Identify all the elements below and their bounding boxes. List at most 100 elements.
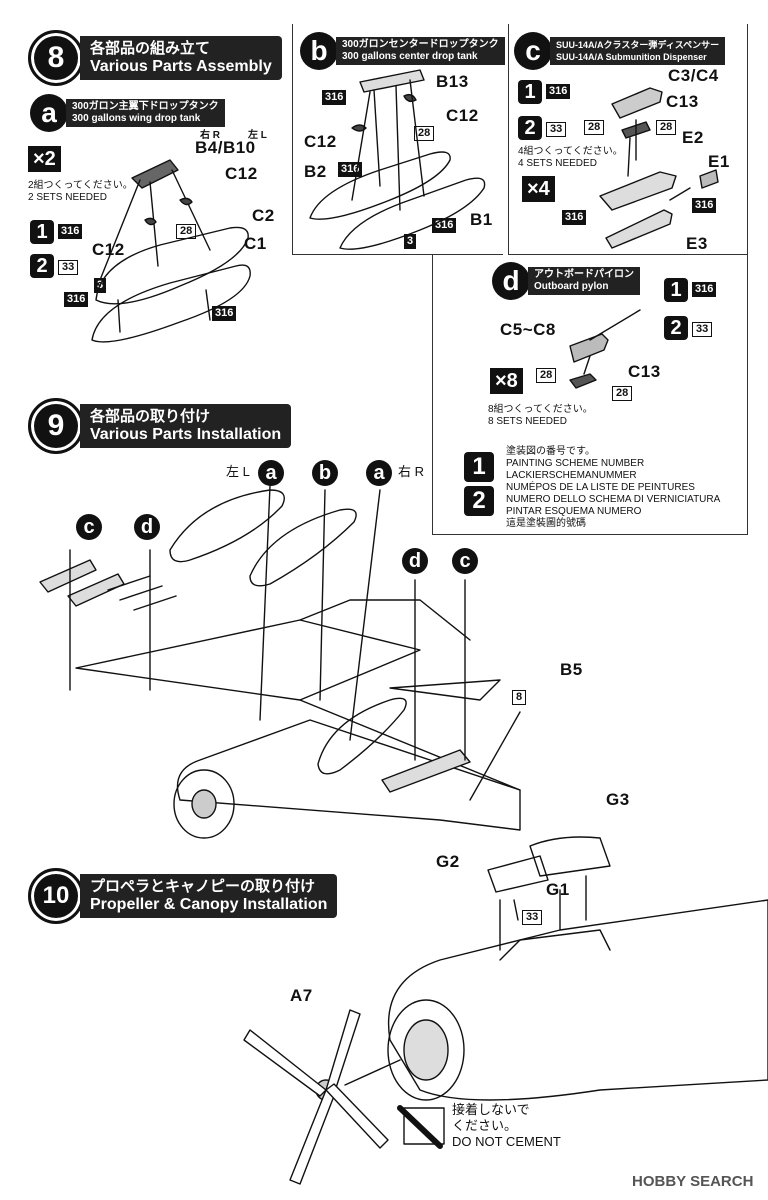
paint-code: 28 [612, 386, 633, 401]
paint-code: 28 [656, 120, 677, 135]
paint-code: 28 [536, 368, 557, 383]
part-label: C13 [666, 92, 699, 111]
sub-letter-a: a [30, 94, 68, 132]
paint-code: 28 [414, 126, 435, 141]
sub-c-label-jp: SUU-14A/Aクラスター弾ディスペンサー [556, 40, 720, 50]
multiplier-x8: ×8 [490, 368, 523, 394]
sub-letter-c: c [514, 32, 552, 70]
callout-a: a [366, 460, 392, 486]
callout-d: d [402, 548, 428, 574]
right-label: 右 R [398, 464, 425, 479]
part-label: B5 [560, 660, 583, 679]
paint-code: 8 [512, 690, 527, 705]
paint-code: 316 [692, 282, 717, 297]
no-cement-jp: ください。 [452, 1118, 518, 1133]
part-label: C1 [244, 234, 267, 253]
sub-d-frame [432, 254, 748, 535]
step-title-jp: 各部品の組み立て [90, 40, 211, 57]
sub-b-label-jp: 300ガロンセンタードロップタンク [342, 39, 499, 50]
sub-d-label-jp: アウトボードパイロン [534, 269, 634, 280]
legend-line: 這是塗裝圖的號碼 [506, 518, 586, 529]
part-label: B1 [470, 210, 493, 229]
subassembly-d-header: d アウトボードパイロン Outboard pylon [492, 262, 640, 300]
legend-line: PINTAR ESQUEMA NUMERO [506, 506, 642, 517]
dispenser-drawing [599, 87, 719, 249]
paint-code: 316 [546, 84, 571, 99]
part-label: C12 [446, 106, 479, 125]
sub-letter-d: d [492, 262, 530, 300]
sub-c-note-jp: 4組つくってください。 [518, 146, 623, 157]
propeller-drawing [243, 1009, 389, 1185]
part-label: C12 [92, 240, 125, 259]
part-label: C5~C8 [500, 320, 556, 339]
part-label: B13 [436, 72, 469, 91]
sub-b-frame [292, 24, 503, 255]
paint-code: 316 [58, 224, 83, 239]
part-label: G2 [436, 852, 460, 871]
sub-c-frame [508, 24, 748, 255]
paint-code: 316 [692, 198, 717, 213]
step-10-header: 10 プロペラとキャノピーの取り付け Propeller & Canopy In… [28, 868, 338, 924]
callout-c: c [76, 514, 102, 540]
sub-c-note-en: 4 SETS NEEDED [518, 158, 597, 169]
part-label: C12 [225, 164, 258, 183]
sub-a-note-jp: 2組つくってください。 [28, 180, 133, 191]
part-label: E3 [686, 234, 708, 253]
part-label: B2 [304, 162, 327, 181]
sub-letter-b: b [300, 32, 338, 70]
step-title-en: Propeller & Canopy Installation [90, 896, 328, 913]
legend-line: NUMERO DELLO SCHEMA DI VERNICIATURA [506, 494, 721, 505]
sub-c-label-en: SUU-14A/A Submunition Dispenser [556, 52, 707, 62]
paint-code: 33 [522, 910, 543, 925]
part-label: C2 [252, 206, 275, 225]
step-title-jp: 各部品の取り付け [90, 408, 211, 425]
step-number: 8 [28, 30, 84, 86]
scheme-2-icon: 2 [464, 486, 494, 516]
part-label: A7 [290, 986, 313, 1005]
part-label: B4/B10 [195, 138, 256, 157]
scheme-2-icon: 2 [664, 316, 688, 340]
multiplier-x4: ×4 [522, 176, 555, 202]
pylon-drawing [569, 309, 641, 389]
subassembly-b-header: b 300ガロンセンタードロップタンク 300 gallons center d… [300, 32, 505, 70]
paint-code: 316 [212, 306, 237, 321]
right-label: 右 R [200, 130, 220, 141]
paint-code: 316 [562, 210, 587, 225]
left-label: 左 L [226, 464, 250, 479]
legend-line: LACKIERSCHEMANUMMER [506, 470, 637, 481]
legend-line: NUMÉPOS DE LA LISTE DE PEINTURES [506, 482, 695, 493]
scheme-1-icon: 1 [664, 278, 688, 302]
paint-code: 316 [322, 90, 347, 105]
step-number: 9 [28, 398, 84, 454]
aircraft-drawing-step9 [39, 485, 521, 839]
paint-code: 33 [58, 260, 79, 275]
drop-tank-drawing [91, 159, 251, 343]
no-cement-en: DO NOT CEMENT [452, 1134, 561, 1149]
part-label: C13 [628, 362, 661, 381]
part-label: G1 [546, 880, 570, 899]
sub-d-label-en: Outboard pylon [534, 281, 609, 292]
multiplier-x2: ×2 [28, 146, 61, 172]
part-label: E2 [682, 128, 704, 147]
scheme-1-icon: 1 [30, 220, 54, 244]
left-label: 左 L [248, 130, 267, 141]
scheme-2-icon: 2 [518, 116, 542, 140]
paint-code: 3 [404, 234, 417, 249]
paint-code: 316 [64, 292, 89, 307]
callout-d: d [134, 514, 160, 540]
paint-code: 33 [546, 122, 567, 137]
center-tank-drawing [309, 69, 486, 250]
paint-code: 28 [584, 120, 605, 135]
sub-b-label-en: 300 gallons center drop tank [342, 51, 478, 62]
part-label: C12 [304, 132, 337, 151]
step-8-header: 8 各部品の組み立て Various Parts Assembly [28, 30, 282, 86]
callout-a: a [258, 460, 284, 486]
scheme-1-icon: 1 [518, 80, 542, 104]
step-title-jp: プロペラとキャノピーの取り付け [90, 878, 316, 895]
sub-a-label-en: 300 gallons wing drop tank [72, 113, 201, 124]
scheme-1-icon: 1 [464, 452, 494, 482]
sub-a-label-jp: 300ガロン主翼下ドロップタンク [72, 101, 219, 112]
sub-d-note-jp: 8組つくってください。 [488, 404, 593, 415]
step-9-header: 9 各部品の取り付け Various Parts Installation [28, 398, 292, 454]
